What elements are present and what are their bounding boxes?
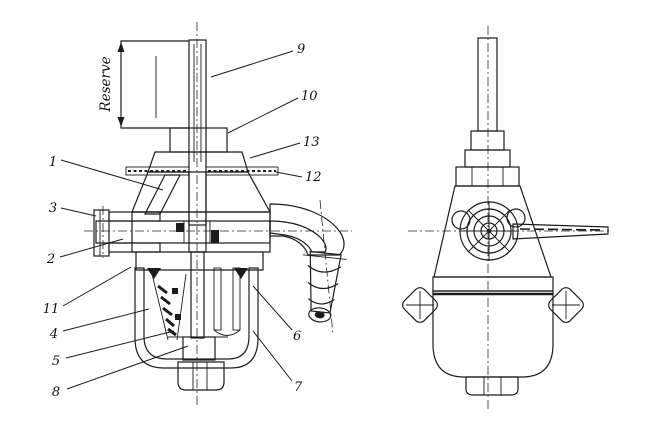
callout-6: 6	[293, 329, 301, 344]
callout-5: 5	[52, 354, 60, 369]
baffle-tube	[213, 267, 241, 336]
inlet-fitting	[93, 209, 161, 257]
callout-7: 7	[294, 380, 303, 395]
inlet-flange	[93, 209, 110, 257]
drain-plug	[177, 361, 225, 391]
sectional-view: Reserve	[93, 39, 347, 391]
callouts: 1 3 2 11 4 5 8 9 10 13 12 6 7	[43, 42, 322, 400]
control-rod	[188, 39, 207, 226]
gland-nut	[169, 127, 228, 153]
callout-9: 9	[297, 42, 305, 57]
external-bottom-nut	[465, 376, 519, 396]
valve-stem	[190, 251, 205, 339]
reserve-label: Reserve	[98, 56, 114, 112]
sediment-bowl	[134, 267, 259, 369]
centerlines	[84, 22, 612, 410]
callout-12: 12	[305, 170, 322, 185]
callout-11: 11	[43, 302, 60, 317]
external-gland-upper	[464, 149, 511, 168]
callout-9-leader	[210, 50, 294, 78]
callout-1-leader	[60, 159, 164, 191]
external-stem	[455, 37, 520, 187]
external-view	[402, 37, 609, 396]
callout-4: 4	[49, 327, 58, 342]
callout-8: 8	[52, 385, 60, 400]
side-nut-left	[402, 287, 438, 323]
callout-3-leader	[60, 207, 97, 217]
callout-6-leader	[252, 285, 293, 331]
arrow-down-icon	[117, 117, 125, 127]
callout-8-leader	[66, 345, 189, 390]
callout-11-leader	[62, 266, 132, 307]
external-gland-hex	[455, 166, 520, 187]
callout-2: 2	[46, 252, 55, 267]
callout-3: 3	[49, 201, 57, 216]
external-body	[433, 185, 552, 278]
lever-handle	[512, 223, 609, 240]
cone-passage	[144, 174, 181, 215]
cap-nut	[147, 151, 249, 173]
callout-5-leader	[65, 330, 175, 359]
outlet-elbow	[269, 203, 347, 323]
arrow-up-icon	[117, 42, 125, 52]
filter-screen	[151, 273, 187, 341]
valve-cone	[131, 171, 272, 215]
side-nut-right	[548, 287, 584, 323]
valve-internals	[176, 211, 219, 253]
bowl-clamp-right	[234, 268, 248, 279]
callout-2-leader	[59, 238, 124, 258]
washer-plate	[125, 166, 279, 176]
external-bowl	[432, 290, 554, 378]
callout-12-leader	[275, 171, 303, 178]
bowl-clamp-left	[147, 268, 161, 279]
callout-10: 10	[301, 89, 318, 104]
reserve-annotation: Reserve	[98, 40, 189, 129]
callout-13: 13	[303, 135, 320, 150]
hose-barb	[302, 250, 347, 323]
callout-1: 1	[49, 155, 57, 170]
bowl-nut	[168, 336, 228, 391]
external-collar	[432, 276, 554, 292]
callout-13-leader	[249, 142, 301, 159]
callout-4-leader	[62, 308, 150, 332]
callout-7-leader	[252, 330, 293, 382]
callout-10-leader	[227, 97, 299, 134]
